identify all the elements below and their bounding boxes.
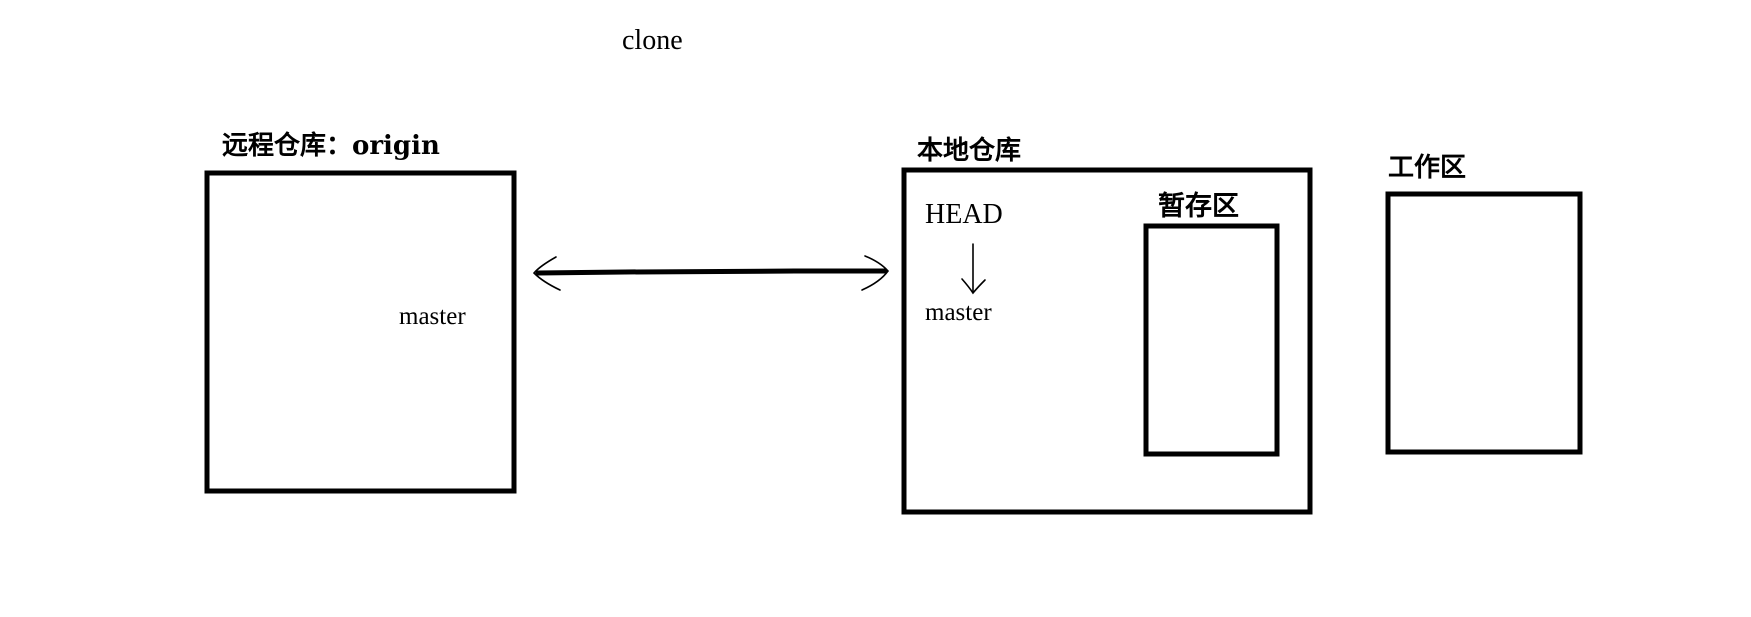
head-pointer-arrow	[961, 243, 986, 295]
workspace-title: 工作区	[1388, 153, 1467, 183]
head-pointer-head	[961, 278, 986, 295]
head-label: HEAD	[925, 199, 1003, 230]
clone-arrow-right-head	[861, 255, 890, 291]
clone-arrow-shaft	[535, 268, 888, 276]
workspace-box	[1385, 191, 1583, 455]
remote-repo-title: 远程仓库：origin	[222, 131, 440, 161]
clone-arrow	[532, 255, 890, 291]
clone-arrow-left-head	[532, 256, 561, 291]
local-master-label: master	[925, 299, 992, 326]
local-repo-title: 本地仓库	[917, 136, 1022, 166]
remote-repo-box	[204, 170, 517, 494]
clone-label: clone	[622, 25, 683, 56]
staging-area-box	[1143, 223, 1280, 457]
remote-master-label: master	[399, 303, 466, 330]
local-repo-box	[901, 167, 1313, 515]
staging-area-title: 暂存区	[1158, 191, 1239, 222]
